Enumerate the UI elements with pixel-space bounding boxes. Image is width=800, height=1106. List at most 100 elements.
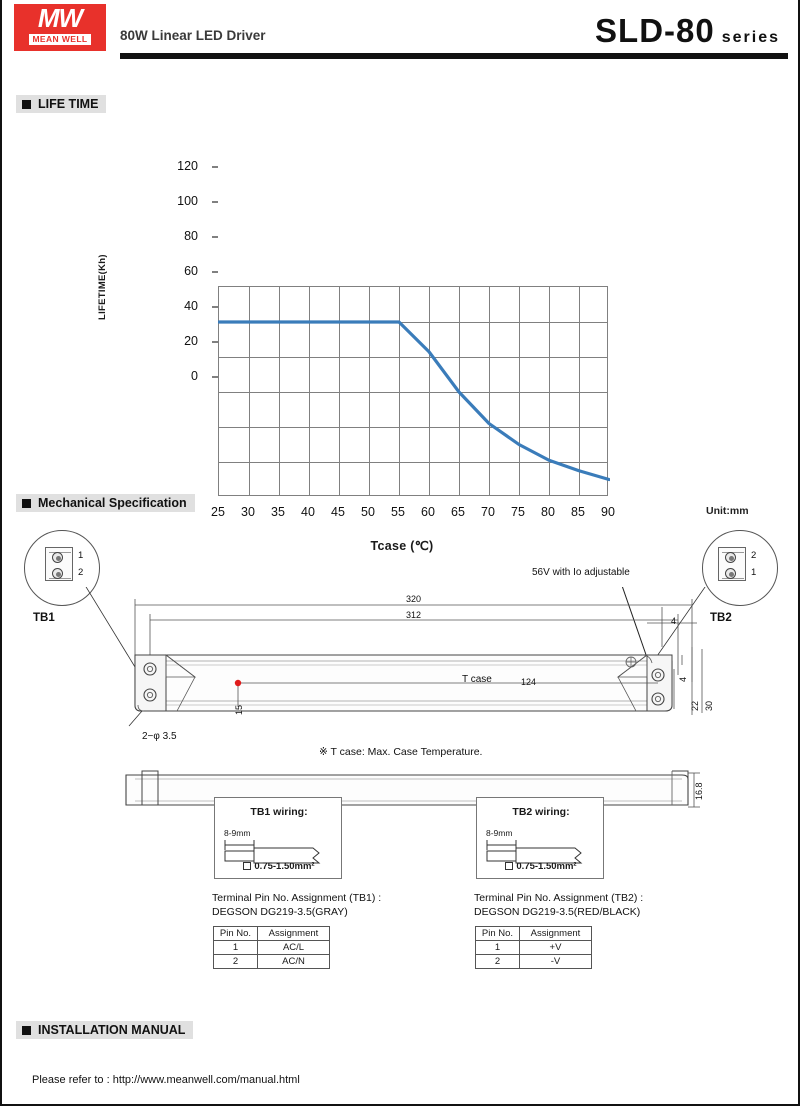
dim-end-offset-top: 4 — [671, 616, 677, 626]
checkbox-icon — [505, 862, 514, 870]
tb2-wire-diagram — [486, 840, 583, 864]
tb1-wiring-title: TB1 wiring: — [250, 806, 308, 818]
dim-total-height: 30 — [704, 700, 714, 711]
tb2-screw-1 — [725, 552, 736, 563]
y-tick-100: 100 — [177, 194, 198, 208]
x-tick-90: 90 — [601, 505, 615, 519]
tb2-row1-assignment: -V — [519, 954, 592, 969]
x-tick-65: 65 — [451, 505, 465, 519]
dim-inner-height: 22 — [690, 700, 700, 711]
checkbox-icon — [243, 862, 252, 870]
tb1-wiring-box: TB1 wiring: 8-9mm 0.75-1.50mm² — [214, 797, 342, 879]
x-tick-70: 70 — [481, 505, 495, 519]
tb1-screw-2 — [52, 568, 63, 579]
x-tick-80: 80 — [541, 505, 555, 519]
table-row: 2 AC/N — [213, 954, 330, 969]
tb1-strip-length: 8-9mm — [224, 828, 251, 838]
tb2-wiring-title: TB2 wiring: — [512, 806, 570, 818]
y-tick-60: 60 — [184, 264, 198, 278]
section-title-mechanical: Mechanical Specification — [38, 496, 187, 510]
page-title: SLD-80 series — [595, 12, 780, 50]
tcase-note: ※ T case: Max. Case Temperature. — [319, 746, 483, 758]
tb1-th-assignment: Assignment — [257, 926, 330, 941]
section-title-installation: INSTALLATION MANUAL — [38, 1023, 186, 1037]
tb1-terminal-line2: DEGSON DG219-3.5(GRAY) — [212, 906, 348, 918]
tb1-row1-assignment: AC/N — [257, 954, 330, 969]
dim-overall-length: 320 — [406, 594, 422, 604]
tb1-pin-label-1: 1 — [78, 550, 84, 561]
installation-manual-text: Please refer to : http://www.meanwell.co… — [32, 1074, 300, 1086]
mechanical-drawing: Unit:mm 1 2 TB1 2 1 TB2 — [2, 492, 800, 1012]
tb2-row0-assignment: +V — [519, 940, 592, 955]
chart-y-axis-label: LIFETIME(Kh) — [97, 254, 108, 320]
tb1-row0-pin: 1 — [213, 940, 258, 955]
x-tick-75: 75 — [511, 505, 525, 519]
chart-line-series — [218, 320, 610, 482]
tb2-screw-2 — [725, 568, 736, 579]
table-row: 1 AC/L — [213, 940, 330, 955]
tb1-screw-1 — [52, 552, 63, 563]
logo-mark: MW — [37, 3, 83, 33]
header-divider — [120, 53, 788, 59]
tb2-th-pin: Pin No. — [475, 926, 520, 941]
annotation-56v: 56V with Io adjustable — [532, 567, 630, 578]
tb1-th-pin: Pin No. — [213, 926, 258, 941]
tb1-pin-table: Pin No. Assignment 1 AC/L 2 AC/N — [213, 926, 330, 969]
series-word: series — [721, 29, 780, 46]
x-tick-50: 50 — [361, 505, 375, 519]
section-header-mechanical: Mechanical Specification — [16, 494, 195, 512]
x-tick-60: 60 — [421, 505, 435, 519]
bullet-square-icon — [22, 1025, 31, 1035]
tb2-wiring-box: TB2 wiring: 8-9mm 0.75-1.50mm² — [476, 797, 604, 879]
chart-x-axis-label: Tcase (℃) — [370, 539, 434, 553]
y-tick-40: 40 — [184, 299, 198, 313]
dim-tcase-distance: 124 — [521, 677, 537, 687]
x-tick-85: 85 — [571, 505, 585, 519]
tb2-terminal-line2: DEGSON DG219-3.5(RED/BLACK) — [474, 906, 641, 918]
tb1-gauge: 0.75-1.50mm² — [215, 861, 343, 872]
x-tick-45: 45 — [331, 505, 345, 519]
tb2-strip-length: 8-9mm — [486, 828, 513, 838]
enclosure-top-view — [85, 587, 706, 727]
tb2-gauge: 0.75-1.50mm² — [477, 861, 605, 872]
page-header: MW MEAN WELL 80W Linear LED Driver SLD-8… — [2, 0, 800, 62]
tb2-pin-label-1: 1 — [751, 567, 757, 578]
tb1-terminal-line1: Terminal Pin No. Assignment (TB1) : — [212, 892, 382, 904]
dim-body-length: 312 — [406, 610, 422, 620]
x-tick-55: 55 — [391, 505, 405, 519]
tb1-pin-label-2: 2 — [78, 567, 84, 578]
unit-label: Unit:mm — [706, 505, 749, 517]
lifetime-chart: LIFETIME(Kh) 120 100 80 60 40 20 0 — [2, 120, 800, 553]
dim-tcase-offset: 15 — [234, 704, 244, 715]
section-header-lifetime: LIFE TIME — [16, 95, 107, 113]
tb1-wire-diagram — [224, 840, 321, 864]
dim-side-height: 16.8 — [694, 782, 704, 800]
y-tick-20: 20 — [184, 334, 198, 348]
x-tick-25: 25 — [211, 505, 225, 519]
table-row: 1 +V — [475, 940, 592, 955]
table-row: 2 -V — [475, 954, 592, 969]
model-name: SLD-80 — [595, 12, 715, 49]
hole-note: 2−φ 3.5 — [142, 731, 177, 742]
section-title-lifetime: LIFE TIME — [38, 97, 99, 111]
bullet-square-icon — [22, 498, 31, 508]
y-tick-0: 0 — [191, 369, 198, 383]
enclosure-side-view — [125, 770, 700, 808]
table-header-row: Pin No. Assignment — [475, 926, 592, 941]
y-tick-120: 120 — [177, 159, 198, 173]
tb1-row1-pin: 2 — [213, 954, 258, 969]
tb2-row0-pin: 1 — [475, 940, 520, 955]
dim-end-offset-inner: 4 — [678, 676, 688, 682]
tb2-pin-label-2: 2 — [751, 550, 757, 561]
y-tick-80: 80 — [184, 229, 198, 243]
tb2-terminal-line1: Terminal Pin No. Assignment (TB2) : — [474, 892, 644, 904]
bullet-square-icon — [22, 99, 31, 109]
tcase-marker-label: T case — [462, 674, 492, 685]
logo-name: MEAN WELL — [29, 34, 91, 45]
tb1-label: TB1 — [33, 612, 55, 624]
table-header-row: Pin No. Assignment — [213, 926, 330, 941]
tb2-th-assignment: Assignment — [519, 926, 592, 941]
x-tick-30: 30 — [241, 505, 255, 519]
section-header-installation: INSTALLATION MANUAL — [16, 1021, 194, 1039]
